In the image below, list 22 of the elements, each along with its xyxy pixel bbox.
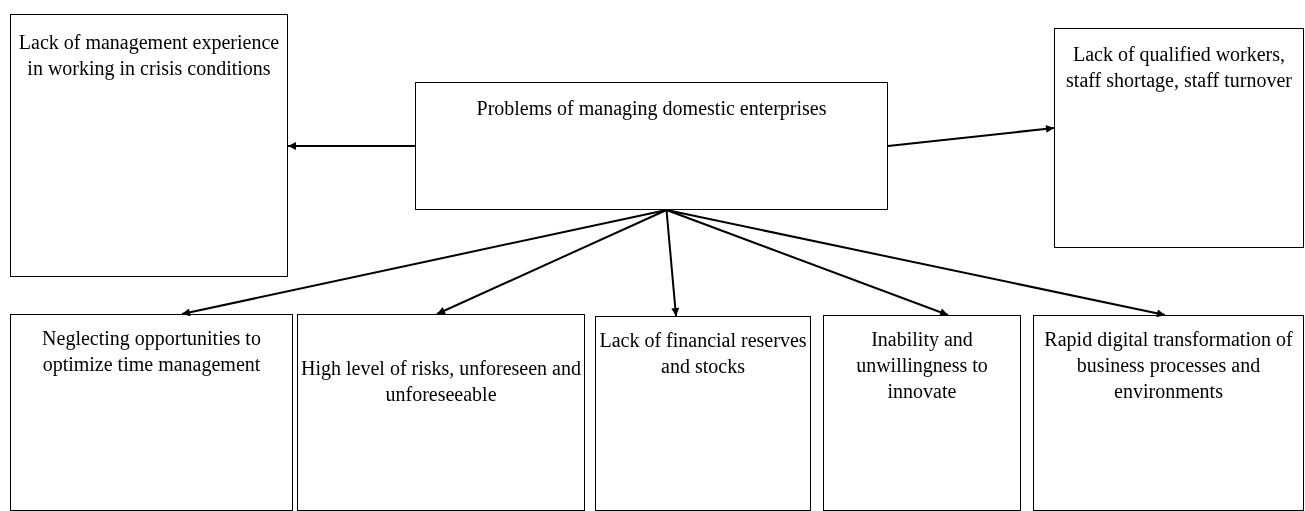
text-box bbox=[297, 314, 585, 511]
box-label: Problems of managing domestic enterprises bbox=[476, 96, 827, 121]
box-label: Inability and unwillingness to innovate bbox=[855, 327, 989, 404]
arrow bbox=[665, 209, 949, 316]
box-label: Neglecting opportunities to optimize time management bbox=[41, 326, 262, 377]
text-box bbox=[10, 14, 288, 277]
text-box bbox=[1054, 28, 1304, 248]
arrow bbox=[287, 142, 416, 150]
text-box bbox=[10, 314, 293, 511]
box-label: Lack of qualified workers, staff shortage, staff turnover bbox=[1065, 42, 1293, 93]
arrow bbox=[436, 209, 668, 315]
box-label: High level of risks, unforeseen and unforeseeable bbox=[301, 356, 581, 407]
arrow bbox=[665, 209, 680, 317]
arrow bbox=[887, 124, 1055, 147]
text-box bbox=[595, 316, 811, 511]
box-label: Lack of management experience in working in crisis conditions bbox=[17, 30, 281, 81]
arrow bbox=[665, 209, 1166, 318]
text-box bbox=[415, 82, 888, 210]
box-label: Lack of financial reserves and stocks bbox=[599, 328, 807, 379]
text-box bbox=[823, 315, 1021, 511]
box-label: Rapid digital transformation of business processes and environments bbox=[1043, 327, 1294, 404]
text-box bbox=[1033, 315, 1304, 511]
